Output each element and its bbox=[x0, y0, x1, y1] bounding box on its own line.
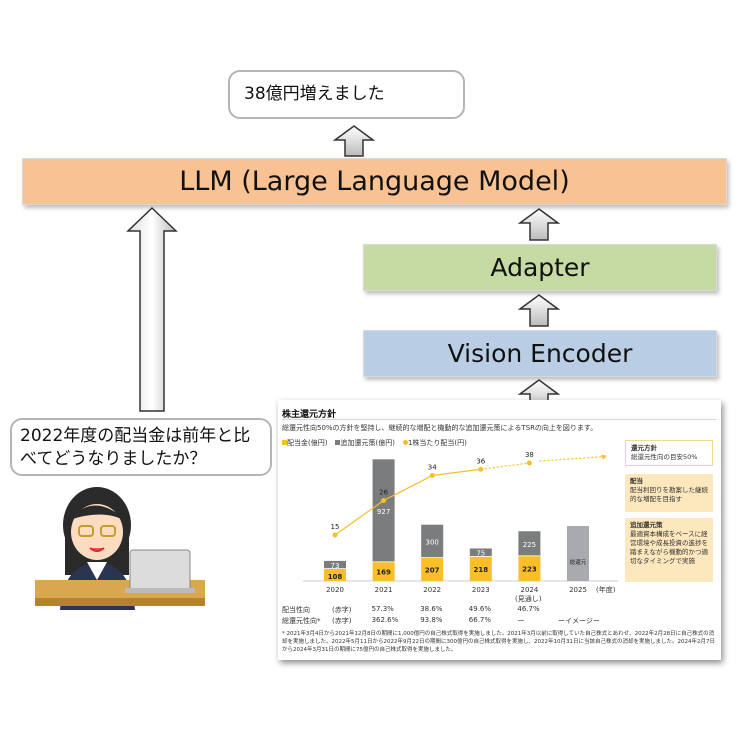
dividend-value-label: 169 bbox=[376, 569, 391, 577]
table-row-label: 総還元性向* bbox=[282, 617, 321, 625]
x-tick-label: 2020 bbox=[326, 586, 344, 594]
dividend-bar bbox=[324, 569, 346, 581]
table-cell: 49.6% bbox=[468, 605, 492, 613]
dps-point bbox=[332, 532, 338, 538]
dps-point bbox=[526, 460, 532, 466]
dps-value-label: 15 bbox=[331, 523, 340, 531]
response-text: 38億円増えました bbox=[244, 84, 385, 104]
dps-line-segment bbox=[334, 500, 384, 536]
llm-label: LLM (Large Language Model) bbox=[179, 166, 570, 197]
buyback-bar bbox=[372, 459, 395, 562]
side-box-policy: 還元方針総還元性向の目安50% bbox=[625, 440, 713, 466]
dps-value-label: 34 bbox=[428, 464, 437, 472]
table-cell: 57.3% bbox=[371, 605, 394, 613]
chart-legend: 配当金(億円) 追加還元策(億円) 1株当たり配当(円) bbox=[282, 438, 467, 448]
dividend-bar bbox=[518, 556, 541, 581]
buyback-value-label: 927 bbox=[377, 508, 390, 516]
buyback-bar bbox=[324, 560, 346, 569]
adapter-label: Adapter bbox=[490, 253, 590, 282]
x-tick-label: 2025 bbox=[569, 586, 587, 594]
table-cell: 66.7% bbox=[468, 616, 492, 624]
table-cell: 362.6% bbox=[371, 616, 399, 624]
dividend-value-label: 207 bbox=[425, 567, 440, 575]
table-row-note: (赤字) bbox=[332, 617, 352, 625]
vision-encoder-block: Vision Encoder bbox=[363, 330, 717, 377]
dps-point bbox=[478, 466, 484, 472]
up-arrow-icon bbox=[518, 208, 560, 241]
doc-subtitle: 総還元性向50%の方針を堅持し、継続的な増配と機動的な追加還元策によるTSRの向… bbox=[282, 424, 598, 432]
person-at-laptop-illustration bbox=[35, 487, 205, 610]
doc-title: 株主還元方針 bbox=[282, 410, 337, 420]
dps-point bbox=[381, 498, 387, 504]
dps-forecast-line bbox=[539, 456, 604, 462]
shareholder-return-document: 株主還元方針 総還元性向50%の方針を堅持し、継続的な増配と機動的な追加還元策に… bbox=[278, 400, 721, 660]
llm-block: LLM (Large Language Model) bbox=[22, 158, 727, 205]
placeholder-bar bbox=[567, 526, 589, 581]
up-arrow-icon bbox=[333, 125, 375, 157]
dps-line-segment bbox=[480, 462, 530, 470]
up-arrow-icon bbox=[518, 294, 560, 327]
dividend-chart: 2020 108 73 2021 169 927 2022 207 300 2023 218 75 20… bbox=[303, 451, 618, 594]
dividend-value-label: 108 bbox=[328, 573, 343, 581]
buyback-bar bbox=[469, 548, 492, 557]
large-up-arrow-icon bbox=[126, 207, 178, 412]
dps-line-segment bbox=[383, 474, 433, 502]
dividend-bar bbox=[421, 558, 444, 581]
x-tick-label: 2023 bbox=[472, 586, 490, 594]
x-tick-label: 2022 bbox=[423, 586, 441, 594]
table-row-note: (赤字) bbox=[332, 606, 352, 614]
footnote: * 2021年3月4日から2021年12月8日の期間に1,000億円の自己株式取… bbox=[282, 631, 715, 653]
table-cell: 38.6% bbox=[420, 605, 443, 613]
placeholder-bar-label: 総還元 bbox=[570, 558, 587, 566]
buyback-bar bbox=[518, 531, 541, 556]
buyback-value-label: 75 bbox=[476, 550, 485, 558]
buyback-bar bbox=[421, 524, 444, 558]
vision-encoder-label: Vision Encoder bbox=[447, 339, 633, 368]
table-row-label: 配当性向 bbox=[282, 606, 310, 614]
question-text: 2022年度の配当金は前年と比べてどうなりましたか？ bbox=[20, 426, 251, 469]
dividend-bar bbox=[372, 562, 395, 581]
dividend-value-label: 223 bbox=[522, 566, 537, 574]
buyback-value-label: 225 bbox=[523, 541, 536, 549]
dps-value-label: 26 bbox=[379, 489, 388, 497]
x-tick-label: 2024 bbox=[520, 586, 538, 594]
x-tick-label: 2021 bbox=[375, 586, 393, 594]
buyback-value-label: 73 bbox=[331, 562, 340, 570]
legend-dividend: 配当金(億円) bbox=[282, 438, 327, 448]
response-bubble: 38億円増えました bbox=[228, 70, 465, 119]
year-unit: (年度) bbox=[596, 586, 616, 594]
question-bubble: 2022年度の配当金は前年と比べてどうなりましたか？ bbox=[10, 418, 272, 476]
legend-dps: 1株当たり配当(円) bbox=[402, 438, 467, 448]
legend-buyback: 追加還元策(億円) bbox=[335, 438, 395, 448]
dps-point bbox=[429, 473, 435, 479]
table-cell: 93.8% bbox=[420, 616, 443, 624]
dividend-bar bbox=[469, 556, 492, 581]
side-box-dividend: 配当配当利回りを勘案した継続的な増配を目指す bbox=[625, 474, 713, 512]
table-cell: 46.7% bbox=[517, 605, 540, 613]
side-box-additional: 追加還元策最適資本構成をベースに経営環境や成長投資の進捗を踏まえながら機動的かつ… bbox=[625, 518, 713, 582]
title-underline bbox=[282, 419, 716, 420]
forecast-note: (見通し) bbox=[515, 595, 542, 603]
forecast-arrowhead-icon bbox=[601, 454, 607, 460]
buyback-value-label: 300 bbox=[426, 538, 439, 546]
dps-line-segment bbox=[432, 468, 481, 477]
dps-value-label: 38 bbox=[525, 451, 534, 459]
table-cell: ーイメージー bbox=[558, 617, 600, 625]
adapter-block: Adapter bbox=[363, 244, 717, 291]
dividend-value-label: 218 bbox=[473, 566, 488, 574]
table-cell: ー bbox=[517, 617, 525, 625]
dps-value-label: 36 bbox=[476, 457, 485, 465]
